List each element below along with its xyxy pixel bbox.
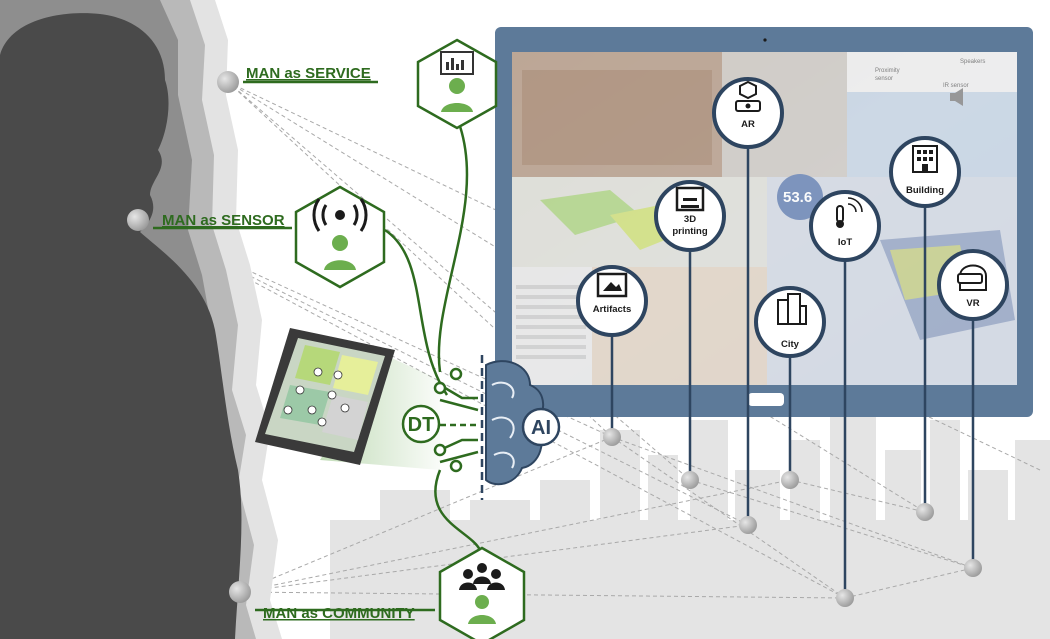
speaker-icon [950,88,963,106]
ai-label: AI [531,417,551,439]
green-connectors [153,80,482,612]
artifacts-label: Artifacts [593,304,632,315]
iot-label: IoT [838,237,852,248]
picture-frame-icon [596,272,628,298]
man-as-community-label: MAN as COMMUNITY [263,605,415,622]
man-as-sensor-label: MAN as SENSOR [162,212,285,229]
thermometer-wifi-icon [836,197,863,228]
tech-node-vr: VR [937,249,1009,321]
screen-sensor-text-1: Proximity [875,68,900,74]
tech-node-iot: IoT [809,190,881,262]
vr-headset-icon [957,264,987,291]
office-building-icon [912,145,938,173]
vr-label: VR [966,298,979,309]
screen-reading: 53.6 [783,189,812,206]
broadcast-icon [312,198,368,232]
presentation-icon [440,51,474,75]
city-label: City [781,339,800,350]
tech-node-city: City [754,286,826,358]
dt-ai-hub: DT AI [401,355,561,500]
tech-node-3d-printing: 3D printing [654,180,726,252]
ar-label: AR [741,119,755,130]
ar-cube-icon [735,80,761,112]
tablet-icon [255,328,395,465]
screen-sensor-text-3: IR sensor [943,83,969,89]
man-community-hexagon [438,546,526,639]
building-label: Building [906,185,944,196]
ground-markers [127,71,982,607]
tech-node-ar: AR [712,77,784,149]
screen-sensor-text-2: sensor [875,76,893,82]
man-as-service-label: MAN as SERVICE [246,65,371,82]
man-service-hexagon [416,38,498,130]
screen-sensor-text-4: Speakers [960,59,985,65]
city-buildings-icon [777,293,807,325]
dt-label: DT [408,414,435,436]
tech-node-building: Building [889,136,961,208]
tech-node-artifacts: Artifacts [576,265,648,337]
node-pins [610,145,975,598]
printing-label: printing [672,226,708,237]
man-sensor-hexagon [294,185,386,289]
person-silhouette [0,0,282,639]
people-group-icon [459,563,505,590]
printer-3d-icon [675,186,705,212]
3d-label: 3D [684,214,696,225]
